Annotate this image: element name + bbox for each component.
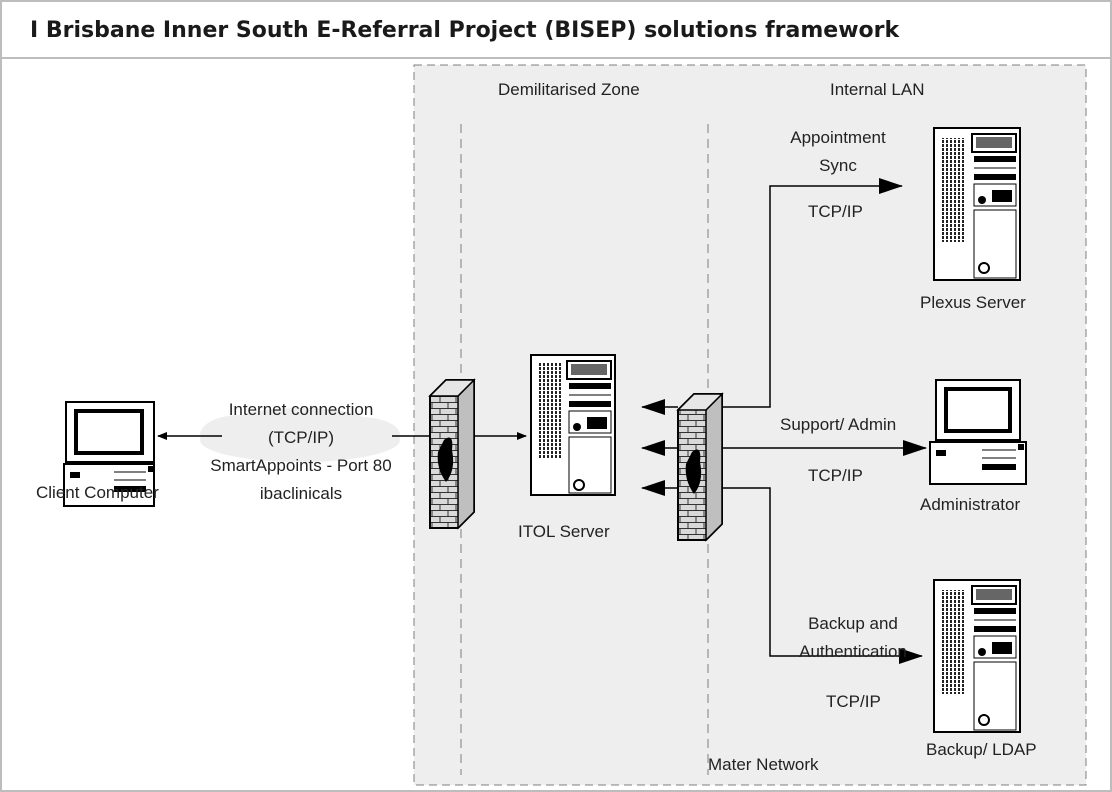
zone-label-internal-lan: Internal LAN	[830, 80, 925, 99]
internet-cloud	[200, 408, 400, 462]
backup-line-2: Authentication	[799, 642, 907, 661]
internet-line-3: SmartAppoints - Port 80	[210, 456, 392, 475]
firewall-left-icon	[428, 378, 476, 530]
zone-label-mater-network: Mater Network	[708, 755, 819, 774]
firewall-right-icon	[676, 392, 724, 542]
page-title: I Brisbane Inner South E-Referral Projec…	[30, 18, 900, 43]
support-protocol-label: TCP/IP	[808, 466, 863, 485]
backup-protocol-label: TCP/IP	[826, 692, 881, 711]
backup-server-icon	[933, 579, 1021, 733]
appointment-line-1: Appointment	[790, 128, 886, 147]
backup-line-1: Backup and	[808, 614, 898, 633]
node-label-plexus: Plexus Server	[920, 293, 1026, 312]
internet-line-1: Internet connection	[228, 400, 374, 419]
appointment-sync-label: Appointment Sync	[776, 124, 900, 180]
node-label-backup: Backup/ LDAP	[926, 740, 1037, 759]
backup-auth-label: Backup and Authentication	[778, 610, 928, 666]
link-to-plexus	[722, 178, 903, 408]
internet-line-2: (TCP/IP)	[267, 428, 335, 447]
support-admin-label: Support/ Admin	[780, 415, 897, 434]
link-to-backup	[722, 487, 923, 664]
node-label-client: Client Computer	[36, 483, 159, 502]
client-computer-icon	[63, 401, 155, 507]
node-label-itol: ITOL Server	[518, 522, 610, 541]
itol-server-icon	[530, 354, 616, 496]
appointment-protocol-label: TCP/IP	[808, 202, 863, 221]
internet-line-4: ibaclinicals	[259, 484, 343, 503]
appointment-line-2: Sync	[819, 156, 857, 175]
node-label-administrator: Administrator	[920, 495, 1021, 514]
plexus-server-icon	[933, 127, 1021, 281]
administrator-computer-icon	[929, 379, 1027, 485]
zone-label-dmz: Demilitarised Zone	[498, 80, 640, 99]
internet-connection-label: Internet connection (TCP/IP) SmartAppoin…	[190, 396, 412, 508]
